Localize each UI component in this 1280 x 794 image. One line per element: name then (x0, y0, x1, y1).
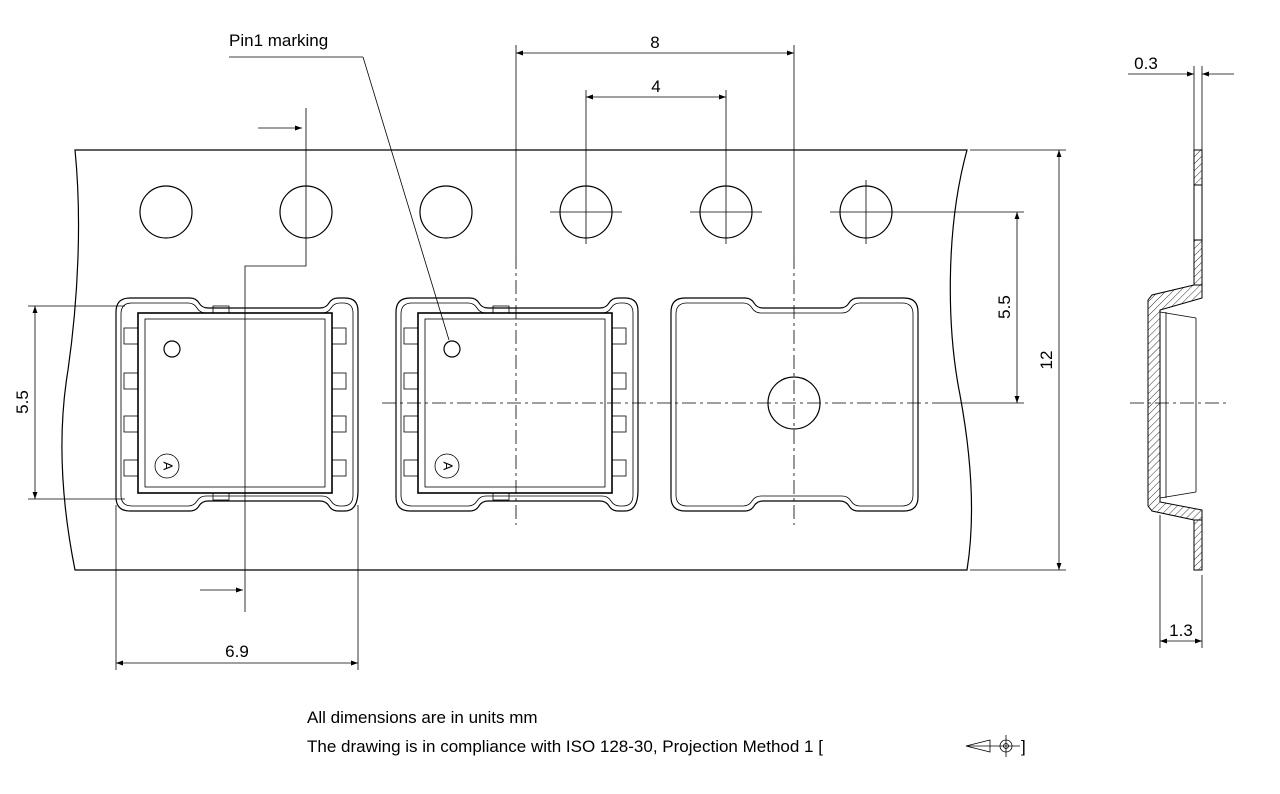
pin1-callout: Pin1 marking (229, 31, 450, 341)
dim-5-5-right: 5.5 (902, 211, 1024, 404)
center-lines (382, 255, 940, 525)
dim-5-5-left-label: 5.5 (13, 390, 32, 414)
dim-4-label: 4 (651, 77, 660, 96)
sprocket-holes (139, 180, 902, 244)
dim-12: 12 (970, 149, 1066, 571)
component-1: A (123, 305, 347, 501)
units-note: All dimensions are in units mm (307, 708, 538, 727)
component-2-leads-right (611, 327, 627, 477)
side-view (1130, 149, 1228, 571)
compliance-note: The drawing is in compliance with ISO 12… (307, 737, 823, 756)
notes: All dimensions are in units mm The drawi… (307, 708, 1026, 757)
dim-0-3-label: 0.3 (1134, 54, 1158, 73)
dim-1-3-label: 1.3 (1169, 621, 1193, 640)
section-cut (200, 108, 307, 612)
pocket-3 (670, 297, 919, 512)
dim-6-9-label: 6.9 (225, 642, 249, 661)
projection-symbol-icon (965, 735, 1020, 757)
pocket-1 (115, 297, 359, 512)
component-1-mark: A (161, 462, 176, 471)
pin1-dot-2 (443, 340, 461, 358)
dim-5-5-left: 5.5 (13, 305, 125, 500)
carrier-tape (61, 149, 973, 571)
dim-4: 4 (585, 77, 727, 180)
dim-0-3: 0.3 (1128, 54, 1234, 150)
component-2-leads-left (403, 327, 419, 477)
pocket-2 (395, 297, 639, 512)
dim-6-9: 6.9 (115, 505, 359, 670)
component-2-mark: A (441, 462, 456, 471)
pin1-dot-1 (163, 340, 181, 358)
component-1-leads-right (331, 327, 347, 477)
dim-1-3: 1.3 (1159, 515, 1203, 648)
dim-12-label: 12 (1037, 351, 1056, 370)
dim-8-label: 8 (650, 33, 659, 52)
dim-5-5-right-label: 5.5 (995, 295, 1014, 319)
compliance-note-end: ] (1021, 737, 1026, 756)
pin1-marking-label: Pin1 marking (229, 31, 328, 50)
component-1-leads-left (123, 327, 139, 477)
dim-8: 8 (515, 33, 795, 255)
